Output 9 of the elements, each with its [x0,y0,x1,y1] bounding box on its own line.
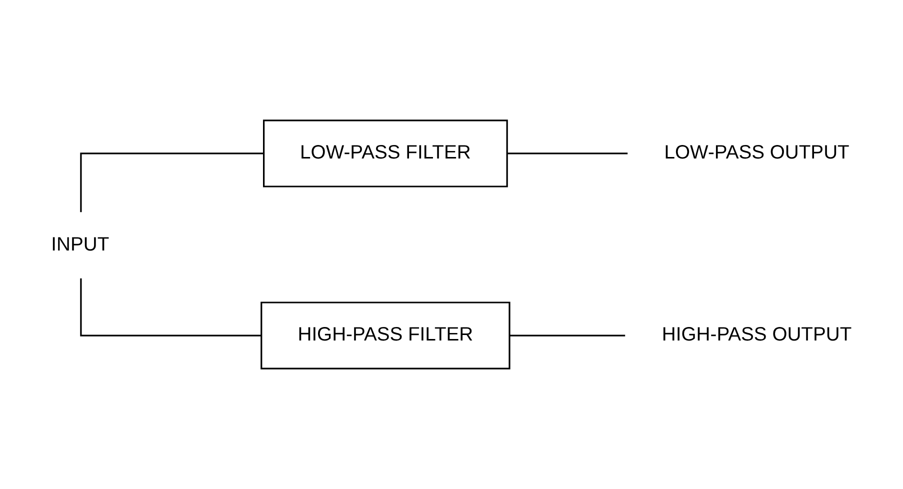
node-text: HIGH-PASS OUTPUT [662,324,852,346]
connector [80,278,262,336]
node-text: LOW-PASS OUTPUT [664,142,850,164]
node-box: HIGH-PASS FILTER [260,302,510,370]
connector [80,152,264,212]
node-text: INPUT [51,234,110,256]
connector [510,334,626,336]
connector [508,152,628,154]
node-box: LOW-PASS FILTER [263,120,508,188]
